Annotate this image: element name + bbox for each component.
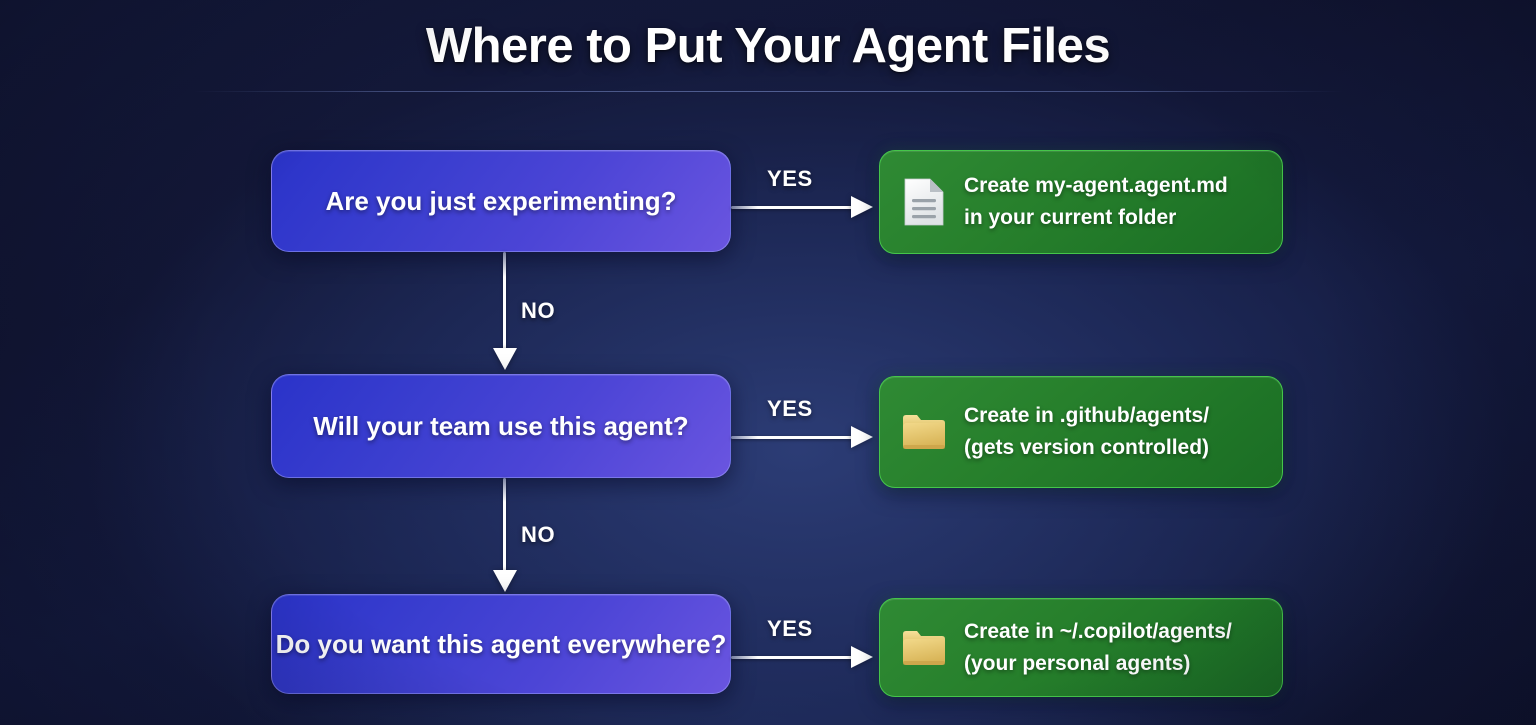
connector-yes-2: YES bbox=[731, 396, 879, 456]
no-label: NO bbox=[521, 522, 556, 547]
yes-label: YES bbox=[767, 616, 813, 641]
outcome-text: Create my-agent.agent.md in your current… bbox=[964, 170, 1228, 234]
page-title: Where to Put Your Agent Files bbox=[425, 19, 1111, 73]
arrow-line bbox=[503, 252, 506, 352]
decision-box-everywhere[interactable]: Do you want this agent everywhere? bbox=[271, 594, 731, 694]
arrow-line bbox=[731, 206, 853, 209]
arrow-head-down-icon bbox=[493, 348, 517, 370]
yes-label: YES bbox=[767, 166, 813, 191]
outcome-line-2: (gets version controlled) bbox=[964, 436, 1210, 459]
outcome-line-1: Create in ~/.copilot/agents/ bbox=[964, 619, 1232, 643]
title-divider bbox=[192, 91, 1344, 92]
outcome-line-1: Create in .github/agents/ bbox=[964, 404, 1210, 428]
no-label: NO bbox=[521, 298, 556, 323]
outcome-text: Create in .github/agents/ (gets version … bbox=[964, 400, 1209, 464]
arrow-line bbox=[731, 656, 853, 659]
folder-icon bbox=[898, 622, 950, 674]
yes-label: YES bbox=[767, 396, 813, 421]
arrow-head-down-icon bbox=[493, 570, 517, 592]
folder-icon bbox=[898, 406, 950, 458]
arrow-line bbox=[731, 436, 853, 439]
arrow-head-right-icon bbox=[851, 426, 873, 448]
outcome-box-current-folder[interactable]: Create my-agent.agent.md in your current… bbox=[879, 150, 1283, 254]
arrow-head-right-icon bbox=[851, 196, 873, 218]
decision-box-team-use[interactable]: Will your team use this agent? bbox=[271, 374, 731, 478]
decision-box-experimenting[interactable]: Are you just experimenting? bbox=[271, 150, 731, 252]
connector-no-1: NO bbox=[488, 252, 608, 374]
document-icon bbox=[898, 176, 950, 228]
decision-label: Will your team use this agent? bbox=[313, 410, 689, 441]
connector-yes-3: YES bbox=[731, 616, 879, 676]
outcome-line-2: in your current folder bbox=[964, 206, 1177, 229]
decision-label: Are you just experimenting? bbox=[325, 185, 677, 216]
connector-no-2: NO bbox=[488, 478, 608, 596]
outcome-line-2: (your personal agents) bbox=[964, 651, 1191, 675]
outcome-text: Create in ~/.copilot/agents/ (your perso… bbox=[964, 616, 1232, 680]
decision-label: Do you want this agent everywhere? bbox=[275, 628, 727, 659]
arrow-head-right-icon bbox=[851, 646, 873, 668]
outcome-box-copilot-agents[interactable]: Create in ~/.copilot/agents/ (your perso… bbox=[879, 598, 1283, 697]
connector-yes-1: YES bbox=[731, 166, 879, 226]
arrow-line bbox=[503, 478, 506, 574]
outcome-box-github-agents[interactable]: Create in .github/agents/ (gets version … bbox=[879, 376, 1283, 488]
outcome-line-1: Create my-agent.agent.md bbox=[964, 174, 1228, 198]
